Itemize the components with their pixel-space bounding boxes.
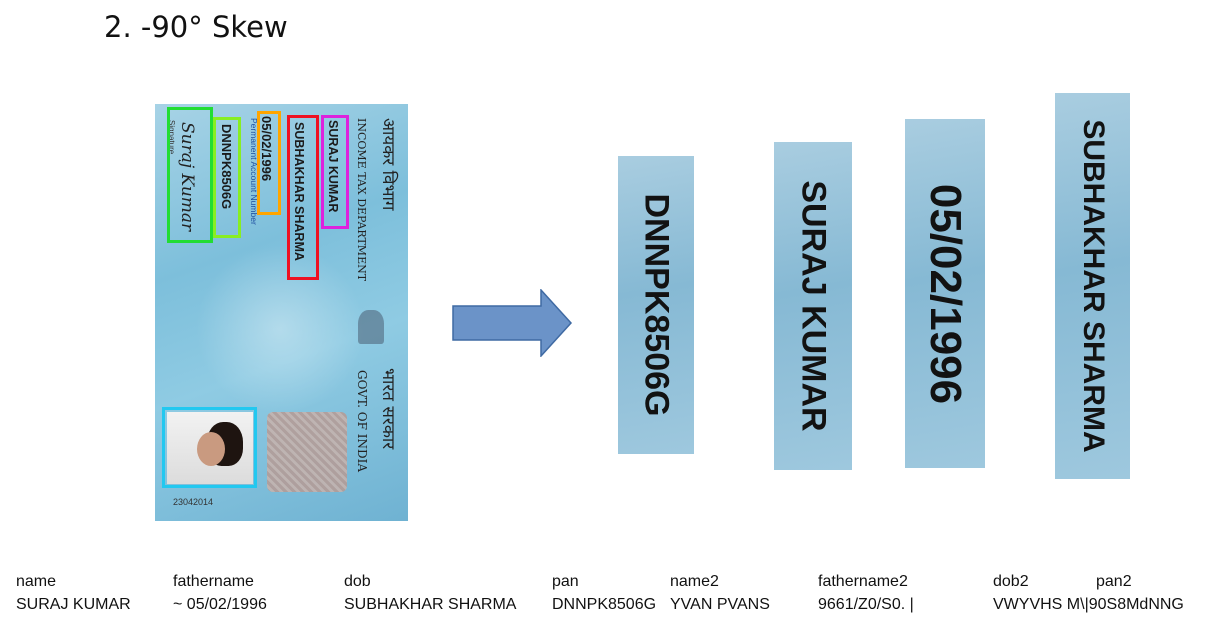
national-emblem-icon <box>358 310 384 344</box>
header-dob: dob <box>344 573 371 590</box>
signature-label: Signature <box>167 120 176 155</box>
value-dob2: VWYVHS M\|90S8MdNNG <box>993 596 1184 613</box>
dob-bounding-box <box>257 111 281 215</box>
header-name: name <box>16 573 57 590</box>
card-watermark <box>195 244 365 414</box>
card-pan-label: Permanent Account Number <box>249 118 259 225</box>
header-pan: pan <box>552 573 579 590</box>
crop-strip-name-text: SURAJ KUMAR <box>794 180 833 432</box>
card-dob: 05/02/1996 <box>259 116 274 182</box>
card-dept-english: INCOME TAX DEPARTMENT <box>355 118 368 282</box>
crop-strip-father: SUBHAKHAR SHARMA <box>1055 93 1130 479</box>
card-father-name: SUBHAKHAR SHARMA <box>292 122 306 261</box>
crop-strip-pan-text: DNNPK8506G <box>637 193 676 417</box>
value-dob: SUBHAKHAR SHARMA <box>344 596 517 613</box>
signature-bounding-box <box>167 107 213 243</box>
crop-strip-father-text: SUBHAKHAR SHARMA <box>1076 119 1110 453</box>
signature: Suraj Kumar <box>177 122 197 232</box>
header-fathername2: fathername2 <box>818 573 908 590</box>
crop-strip-dob-text: 05/02/1996 <box>921 183 970 404</box>
value-pan: DNNPK8506G <box>552 596 657 613</box>
card-govt-hindi: भारत सरकार <box>378 368 398 450</box>
header-pan2: pan2 <box>1096 573 1132 590</box>
value-fathername2: 9661/Z0/S0. | <box>818 596 914 613</box>
crop-strip-name: SURAJ KUMAR <box>774 142 852 470</box>
card-pan-number: DNNPK8506G <box>219 124 234 210</box>
crop-strip-pan: DNNPK8506G <box>618 156 694 454</box>
header-dob2: dob2 <box>993 573 1029 590</box>
value-name2: YVAN PVANS <box>670 596 770 613</box>
crop-strip-dob: 05/02/1996 <box>905 119 985 468</box>
cardholder-photo <box>167 412 253 484</box>
header-name2: name2 <box>670 573 719 590</box>
card-name: SURAJ KUMAR <box>326 120 340 213</box>
page-title: 2. -90° Skew <box>104 10 288 44</box>
card-code: 23042014 <box>173 497 214 507</box>
hologram <box>267 412 347 492</box>
value-name: SURAJ KUMAR <box>16 596 131 613</box>
header-fathername: fathername <box>173 573 254 590</box>
photo-bounding-box <box>162 407 257 488</box>
pan-bounding-box <box>213 117 241 238</box>
pan-card-image: Signature Suraj Kumar DNNPK8506G Permane… <box>155 104 408 521</box>
photo-face <box>197 432 225 466</box>
card-dept-hindi: आयकर विभाग <box>378 118 398 211</box>
card-govt-english: GOVT. OF INDIA <box>355 370 369 472</box>
right-arrow-icon <box>452 289 573 357</box>
name-bounding-box <box>321 115 349 229</box>
value-fathername: ~ 05/02/1996 <box>173 596 267 613</box>
father-bounding-box <box>287 115 319 280</box>
